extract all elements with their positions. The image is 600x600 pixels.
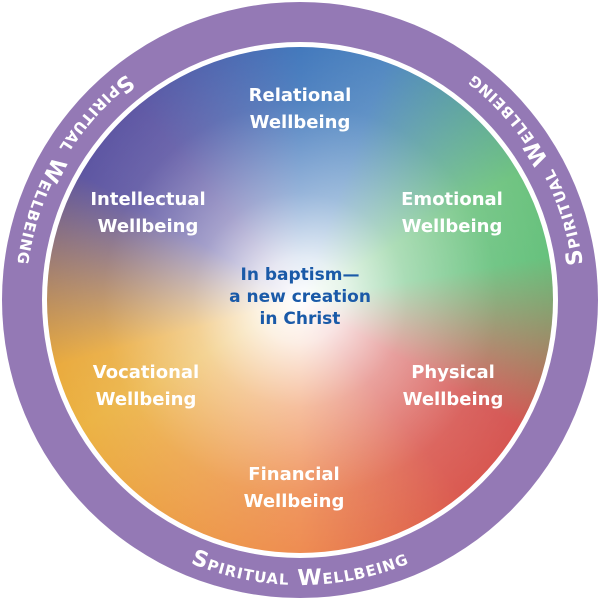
segment-title: Emotional bbox=[401, 189, 503, 210]
segment-subtitle: Wellbeing bbox=[401, 216, 503, 237]
segment-subtitle: Wellbeing bbox=[249, 112, 351, 133]
segment-subtitle: Wellbeing bbox=[402, 389, 504, 410]
center-line-3: in Christ bbox=[259, 309, 341, 329]
segment-title: Intellectual bbox=[90, 189, 206, 210]
ring-label-bottom: Spiritual Wellbeing bbox=[188, 545, 412, 591]
segment-title: Relational bbox=[248, 85, 352, 106]
segment-subtitle: Wellbeing bbox=[95, 389, 197, 410]
segment-title: Financial bbox=[248, 464, 340, 485]
center-glow bbox=[47, 47, 553, 553]
center-line-2: a new creation bbox=[229, 287, 371, 307]
center-caption: In baptism— a new creation in Christ bbox=[200, 264, 400, 330]
segment-title: Physical bbox=[411, 362, 495, 383]
center-line-1: In baptism— bbox=[240, 265, 360, 285]
segment-subtitle: Wellbeing bbox=[97, 216, 199, 237]
segment-title: Vocational bbox=[92, 362, 200, 383]
segment-subtitle: Wellbeing bbox=[243, 491, 345, 512]
